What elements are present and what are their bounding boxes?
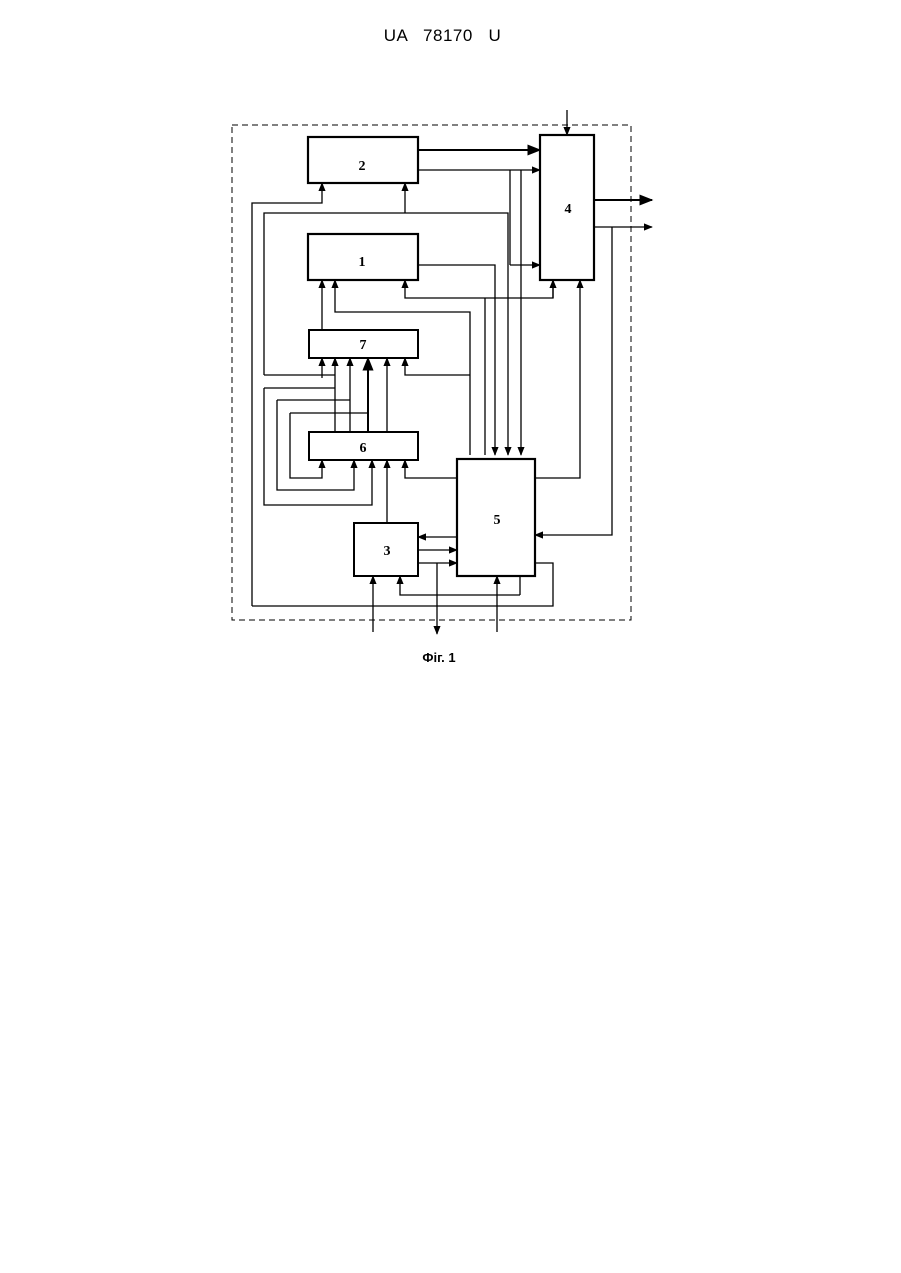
block-diagram: 2 1 7 6 4 5 3 bbox=[0, 0, 901, 700]
block-3-label: 3 bbox=[384, 544, 391, 559]
block-3: 3 bbox=[354, 523, 418, 576]
block-2: 2 bbox=[308, 137, 418, 183]
figure-caption: Фіг. 1 bbox=[0, 650, 878, 665]
block-7: 7 bbox=[309, 330, 418, 358]
block-4: 4 bbox=[540, 135, 594, 280]
block-6: 6 bbox=[309, 432, 418, 460]
block-6-label: 6 bbox=[360, 441, 367, 456]
block-7-label: 7 bbox=[360, 338, 367, 353]
block-1: 1 bbox=[308, 234, 418, 280]
block-2-label: 2 bbox=[359, 159, 366, 174]
block-5: 5 bbox=[457, 459, 535, 576]
block-1-label: 1 bbox=[359, 255, 366, 270]
block-4-label: 4 bbox=[565, 202, 572, 217]
block-5-label: 5 bbox=[494, 513, 501, 528]
